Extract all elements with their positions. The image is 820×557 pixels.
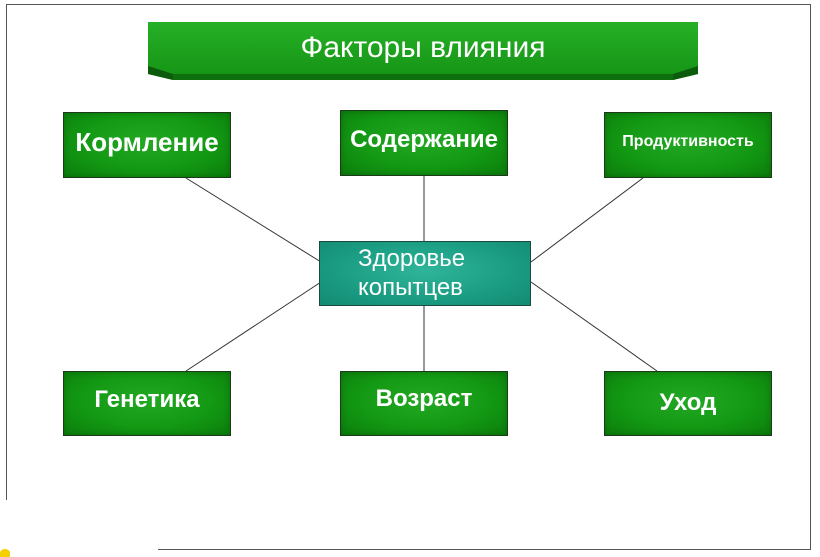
factor-age: Возраст	[340, 371, 508, 436]
connector-feeding	[185, 177, 322, 263]
connector-care	[530, 281, 658, 372]
frame-top-border	[6, 4, 810, 5]
factor-housing: Содержание	[340, 110, 508, 176]
factor-housing-label: Содержание	[350, 126, 498, 153]
connector-genetics	[185, 281, 322, 372]
factor-genetics: Генетика	[63, 371, 231, 436]
center-line-2: копытцев	[358, 274, 463, 301]
factor-care-label: Уход	[659, 389, 717, 416]
frame-left-border	[6, 4, 7, 500]
center-node-hoof-health: Здоровье копытцев	[319, 241, 531, 306]
frame-right-border	[810, 4, 811, 550]
title-banner: Факторы влияния	[148, 22, 698, 80]
factor-productivity-label: Продуктивность	[622, 133, 754, 150]
page-title: Факторы влияния	[300, 31, 546, 64]
factor-age-label: Возраст	[375, 385, 473, 412]
factor-productivity: Продуктивность	[604, 112, 772, 178]
yellow-marker	[0, 549, 10, 557]
factor-genetics-label: Генетика	[94, 386, 200, 413]
factor-feeding: Кормление	[63, 112, 231, 178]
connector-productivity	[530, 177, 644, 263]
frame-bottom-border	[158, 549, 811, 550]
factor-care: Уход	[604, 371, 772, 436]
factor-feeding-label: Кормление	[75, 127, 219, 157]
title-banner-shape	[148, 22, 698, 80]
center-line-1: Здоровье	[358, 245, 466, 272]
